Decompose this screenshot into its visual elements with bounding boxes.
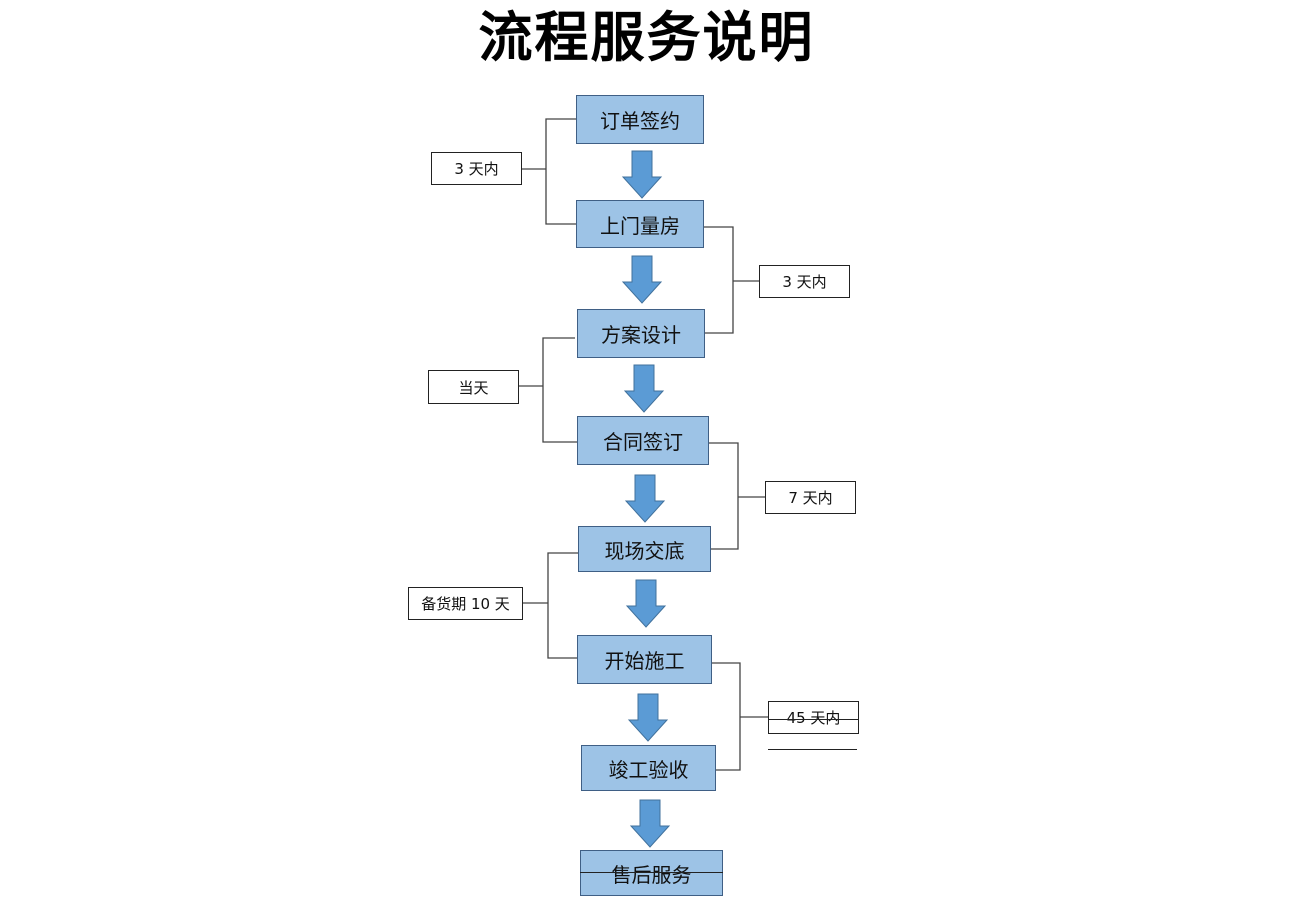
note-label: 3 天内 — [454, 160, 499, 178]
bracket-3 — [518, 337, 577, 443]
note-underline — [768, 749, 857, 750]
step-after-sales-service: 售后服务 — [580, 850, 723, 896]
note-label: 45 天内 — [786, 709, 841, 727]
note-duration-2: 3 天内 — [759, 265, 850, 298]
note-strike-line — [768, 719, 859, 720]
flow-arrow-3 — [623, 364, 665, 413]
step-label: 合同签订 — [603, 430, 683, 454]
flow-arrow-5 — [625, 579, 667, 628]
step-contract-signing: 合同签订 — [577, 416, 709, 465]
note-label: 3 天内 — [782, 273, 827, 291]
note-duration-6: 45 天内 — [768, 701, 859, 734]
step-label: 售后服务 — [611, 862, 692, 887]
step-site-measurement: 上门量房 — [576, 200, 704, 248]
step-plan-design: 方案设计 — [577, 309, 705, 358]
step-label: 开始施工 — [604, 649, 685, 673]
page-title: 流程服务说明 — [478, 6, 815, 69]
step-label: 现场交底 — [604, 538, 685, 563]
flow-arrow-2 — [621, 255, 663, 304]
step-order-signing: 订单签约 — [576, 95, 704, 144]
step-label: 方案设计 — [601, 323, 681, 347]
note-label: 当天 — [458, 378, 489, 397]
note-label: 备货期 10 天 — [421, 595, 510, 613]
note-duration-4: 7 天内 — [765, 481, 856, 514]
step-label: 上门量房 — [600, 213, 680, 238]
flow-arrow-6 — [627, 693, 669, 742]
note-duration-1: 3 天内 — [431, 152, 522, 185]
flow-arrow-1 — [621, 150, 663, 199]
bracket-6 — [711, 662, 768, 771]
note-duration-3: 当天 — [428, 370, 519, 404]
step-site-handover: 现场交底 — [578, 526, 711, 572]
bracket-2 — [704, 226, 760, 334]
step-completion-acceptance: 竣工验收 — [581, 745, 716, 791]
bracket-5 — [522, 552, 578, 659]
step-start-construction: 开始施工 — [577, 635, 712, 684]
note-label: 7 天内 — [788, 489, 833, 507]
note-duration-5: 备货期 10 天 — [408, 587, 523, 620]
step-strike-line — [580, 872, 723, 873]
bracket-1 — [522, 118, 576, 225]
bracket-4 — [708, 442, 765, 550]
step-label: 订单签约 — [600, 109, 680, 133]
flow-arrow-7 — [629, 799, 671, 848]
step-label: 竣工验收 — [608, 757, 689, 782]
flow-arrow-4 — [624, 474, 666, 523]
